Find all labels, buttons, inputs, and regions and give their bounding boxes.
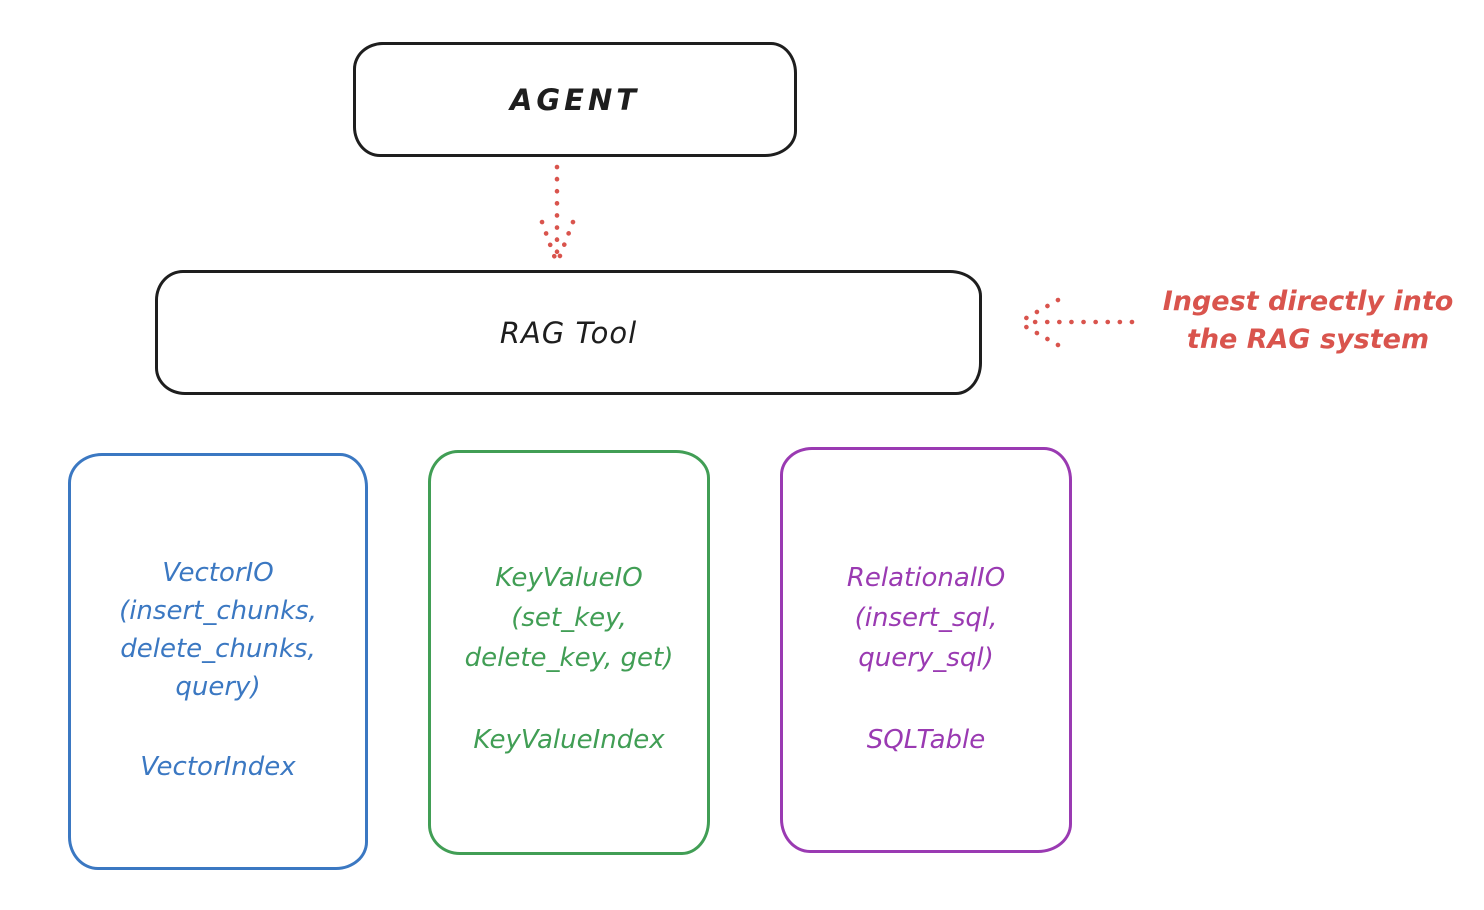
keyvalue-io-line2: (set_key, <box>511 603 627 633</box>
ingest-annotation-arrow <box>1018 297 1135 348</box>
sql-table-label: SQLTable <box>866 725 986 755</box>
vector-io-line1: VectorIO <box>162 558 274 588</box>
ingest-annotation-line2: the RAG system <box>1186 324 1430 355</box>
keyvalue-io-title: KeyValueIO (set_key, delete_key, get) <box>465 558 674 678</box>
keyvalue-index-label: KeyValueIndex <box>473 725 665 755</box>
relational-io-line2: (insert_sql, <box>854 603 998 633</box>
relational-io-title: RelationalIO (insert_sql, query_sql) <box>847 558 1005 678</box>
vector-io-line4: query) <box>175 672 261 702</box>
rag-tool-label: RAG Tool <box>499 315 638 350</box>
ingest-annotation: Ingest directly into the RAG system <box>1138 283 1478 359</box>
keyvalue-io-box: KeyValueIO (set_key, delete_key, get) Ke… <box>428 450 710 855</box>
vector-io-line2: (insert_chunks, <box>119 596 317 626</box>
agent-to-ragtool-arrow <box>539 164 576 264</box>
vector-io-box: VectorIO (insert_chunks, delete_chunks, … <box>68 453 368 870</box>
agent-box: AGENT <box>353 42 797 157</box>
relational-io-line3: query_sql) <box>858 643 994 673</box>
rag-tool-box: RAG Tool <box>155 270 982 395</box>
keyvalue-io-line1: KeyValueIO <box>495 563 643 593</box>
vector-io-title: VectorIO (insert_chunks, delete_chunks, … <box>119 554 317 706</box>
relational-io-line1: RelationalIO <box>846 563 1006 593</box>
agent-label: AGENT <box>509 82 641 117</box>
ingest-annotation-line1: Ingest directly into <box>1162 286 1454 317</box>
keyvalue-io-line3: delete_key, get) <box>464 643 674 673</box>
vector-index-label: VectorIndex <box>140 752 296 782</box>
relational-io-box: RelationalIO (insert_sql, query_sql) SQL… <box>780 447 1072 853</box>
vector-io-line3: delete_chunks, <box>120 634 316 664</box>
